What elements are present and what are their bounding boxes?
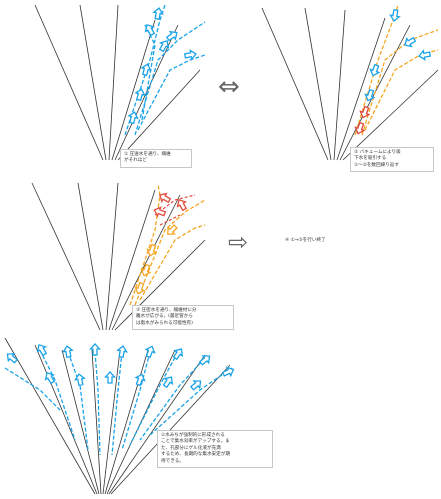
- bidirectional-arrow-icon: ⇔: [218, 72, 240, 102]
- panel-3-red-flow: [154, 194, 196, 226]
- panel-1-flow-arrows: [126, 6, 198, 125]
- step-5-note: ①水みちが強制的に形成される ことで集水効率がアップする。ま た、孔部分にゲル化…: [157, 430, 273, 469]
- step-4-note: ④ ①→③を行い終了: [285, 238, 326, 243]
- panel-4-fibers: [4, 337, 231, 495]
- panel-2-flow-arrows: [363, 8, 432, 103]
- step-2-note: ② バキュームにより吸 下水を吸引する ①～②を数回繰り返す: [350, 147, 434, 173]
- step-1-note: ① 圧送水を通り、繊維 がそれほど: [120, 149, 192, 168]
- panel-1-blue-flow: [124, 4, 206, 136]
- forward-arrow-icon: ⇨: [228, 228, 249, 256]
- panel-3-fibers: [31, 182, 206, 331]
- panel-1-fibers: [34, 4, 201, 161]
- panel-4-blue-flow: [4, 349, 233, 456]
- step-3-note: ③ 圧密水を通り、繊維材に分 離水が広がる。(最近管から は脂水がみられる可能性…: [132, 305, 234, 331]
- panel-2-fibers: [261, 7, 439, 161]
